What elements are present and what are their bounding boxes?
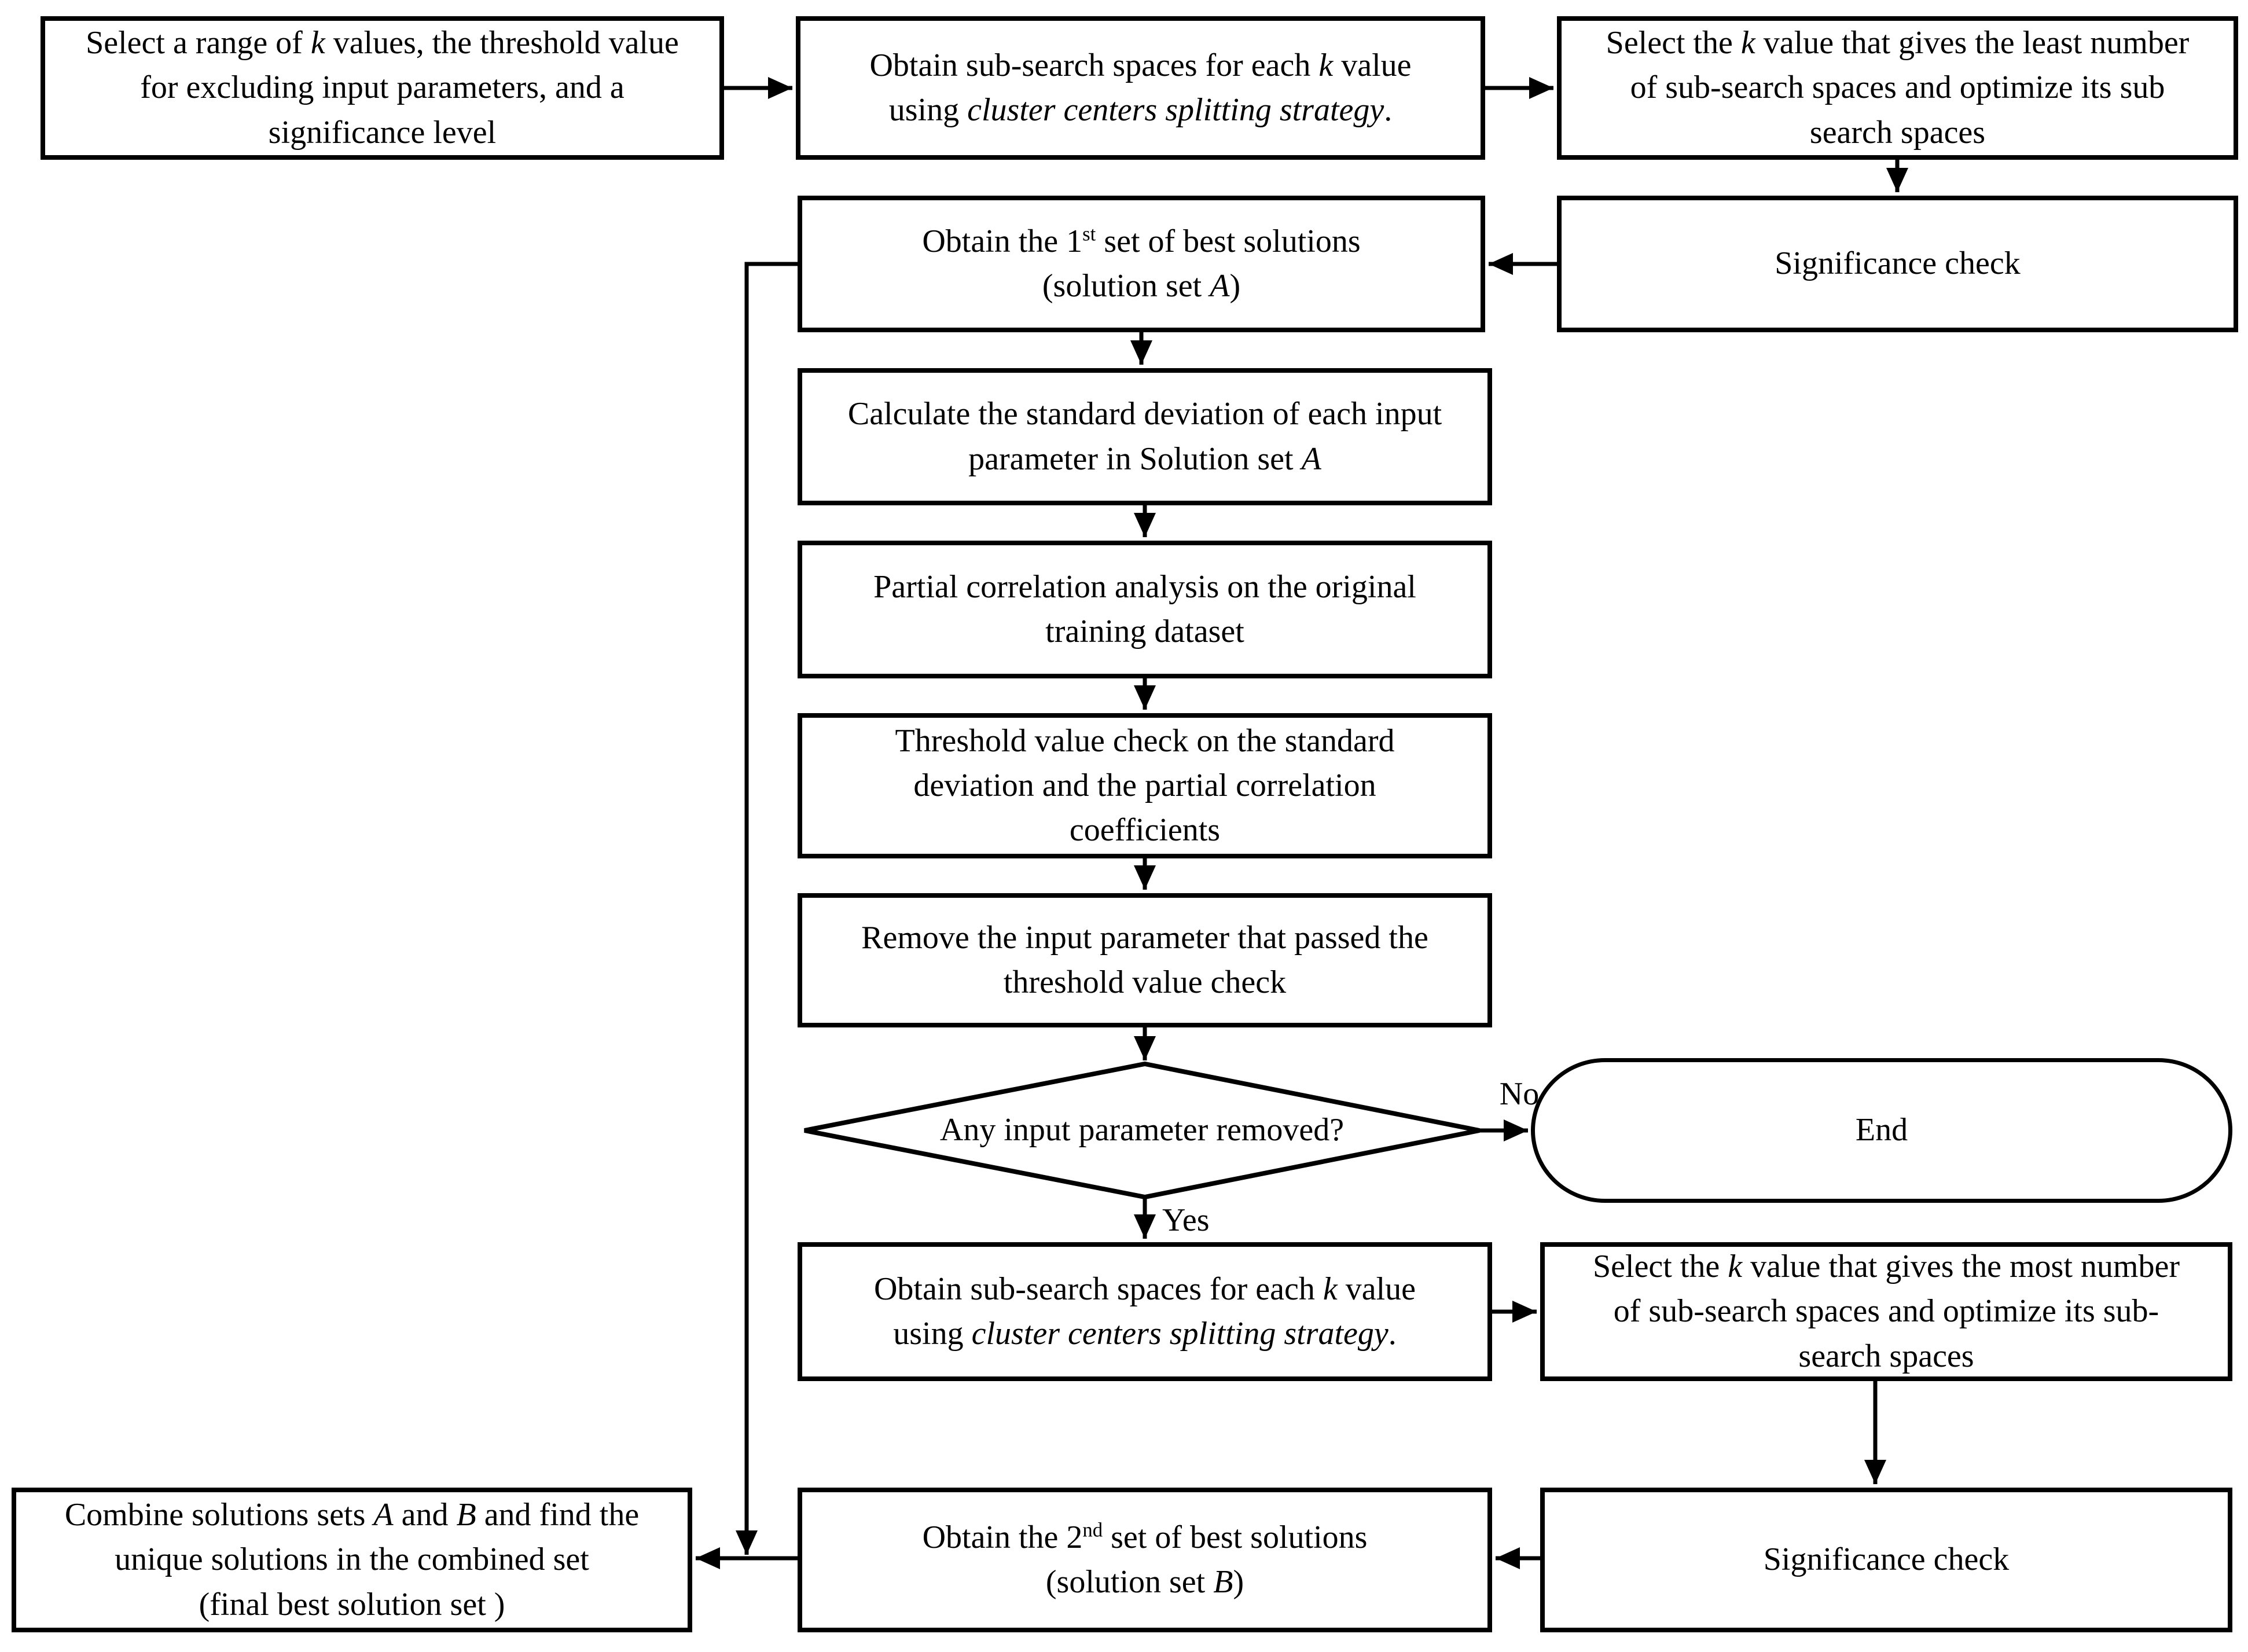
node-remove-param: Remove the input parameter that passed t… — [798, 893, 1492, 1027]
text-segment: threshold value check — [1003, 964, 1287, 1000]
node-threshold-check: Threshold value check on the standard dev… — [798, 713, 1492, 858]
text-segment: set of best solutions — [1103, 1519, 1368, 1555]
text-segment: (solution set — [1045, 1564, 1214, 1600]
text-segment: cluster centers splitting strategy — [967, 92, 1384, 128]
text-segment: End — [1855, 1112, 1908, 1148]
text-segment: deviation and the partial correlation — [913, 767, 1376, 803]
text-segment: Partial correlation analysis on the orig… — [873, 568, 1416, 605]
node-partial-correlation-text: Partial correlation analysis on the orig… — [873, 565, 1416, 655]
text-segment: Remove the input parameter that passed t… — [861, 919, 1428, 956]
text-segment: Obtain sub-search spaces for each — [869, 47, 1319, 83]
node-decision-removed: Any input parameter removed? — [805, 1064, 1479, 1197]
text-segment: value — [1337, 1271, 1416, 1307]
text-segment: (solution set — [1042, 268, 1210, 304]
text-segment: ) — [1233, 1564, 1244, 1600]
text-segment: value — [1333, 47, 1412, 83]
text-segment: for excluding input parameters, and a — [140, 69, 625, 106]
text-segment: A — [373, 1497, 394, 1533]
text-segment: (final best solution set ) — [199, 1586, 505, 1622]
text-segment: Combine solutions sets — [64, 1497, 374, 1533]
text-segment: Select the — [1593, 1249, 1728, 1285]
text-segment: Significance check — [1775, 245, 2021, 282]
node-partial-correlation: Partial correlation analysis on the orig… — [798, 541, 1492, 678]
text-segment: cluster centers splitting strategy — [971, 1316, 1389, 1352]
node-significance-check-2-text: Significance check — [1764, 1537, 2009, 1582]
node-obtain-first-set-text: Obtain the 1st set of best solutions (sol… — [922, 219, 1360, 309]
text-segment: search spaces — [1798, 1338, 1974, 1374]
node-obtain-second-set-text: Obtain the 2nd set of best solutions (sol… — [923, 1515, 1368, 1605]
text-segment: ) — [1229, 268, 1241, 304]
text-segment: using — [893, 1316, 972, 1352]
node-select-range: Select a range of k values, the threshol… — [41, 16, 724, 160]
text-segment: k — [1728, 1249, 1743, 1285]
node-select-range-text: Select a range of k values, the threshol… — [86, 21, 679, 155]
text-segment: B — [1213, 1564, 1233, 1600]
node-significance-check-1-text: Significance check — [1775, 241, 2020, 286]
text-segment: nd — [1082, 1518, 1103, 1541]
node-combine-sets: Combine solutions sets A and B and find … — [12, 1488, 692, 1632]
node-obtain-first-set: Obtain the 1st set of best solutions (sol… — [798, 196, 1485, 332]
node-combine-sets-text: Combine solutions sets A and B and find … — [65, 1493, 639, 1627]
text-segment: unique solutions in the combined set — [115, 1541, 589, 1578]
text-segment: k — [1323, 1271, 1338, 1307]
node-calc-std-dev-text: Calculate the standard deviation of each… — [848, 392, 1442, 482]
edge-first-set-to-combine — [736, 262, 798, 1555]
text-segment: training dataset — [1045, 614, 1244, 649]
node-end: End — [1531, 1058, 2232, 1203]
text-segment: values, the threshold value — [325, 25, 679, 61]
text-segment: search spaces — [1809, 114, 1986, 150]
node-threshold-check-text: Threshold value check on the standard dev… — [895, 719, 1394, 853]
text-segment: k — [1318, 47, 1334, 83]
text-segment: value that gives the most number — [1742, 1249, 2180, 1285]
text-segment: . — [1388, 1316, 1397, 1352]
text-segment: st — [1082, 222, 1096, 245]
node-obtain-subsearch-1-text: Obtain sub-search spaces for each k valu… — [869, 43, 1411, 133]
text-segment: coefficients — [1069, 812, 1221, 849]
node-end-text: End — [1856, 1108, 1908, 1152]
text-segment: Obtain the 1 — [922, 223, 1083, 259]
edge-label-yes: Yes — [1162, 1202, 1210, 1238]
text-segment: Obtain the 2 — [922, 1519, 1083, 1555]
text-segment: Calculate the standard deviation of each… — [847, 396, 1442, 432]
text-segment: Select the — [1606, 25, 1741, 61]
node-select-k-least: Select the k value that gives the least … — [1557, 16, 2238, 160]
node-remove-param-text: Remove the input parameter that passed t… — [861, 916, 1428, 1005]
text-segment: Obtain sub-search spaces for each — [873, 1271, 1323, 1307]
node-obtain-subsearch-2-text: Obtain sub-search spaces for each k valu… — [874, 1267, 1416, 1357]
edge-label-no: No — [1499, 1076, 1540, 1112]
text-segment: of sub-search spaces and optimize its su… — [1613, 1293, 2159, 1330]
node-obtain-subsearch-2: Obtain sub-search spaces for each k valu… — [798, 1242, 1492, 1381]
text-segment: Threshold value check on the standard — [895, 722, 1395, 759]
text-segment: Any input parameter removed? — [939, 1112, 1345, 1148]
text-segment: Select a range of — [86, 25, 311, 61]
text-segment: A — [1301, 440, 1321, 477]
text-segment: and find the — [476, 1497, 640, 1533]
text-segment: Significance check — [1763, 1541, 2010, 1578]
text-segment: set of best solutions — [1096, 223, 1361, 259]
text-segment: k — [1740, 25, 1755, 61]
text-segment: of sub-search spaces and optimize its su… — [1630, 69, 2165, 106]
text-segment: k — [310, 25, 325, 61]
node-select-k-least-text: Select the k value that gives the least … — [1606, 21, 2190, 155]
node-select-k-most-text: Select the k value that gives the most n… — [1593, 1244, 2180, 1379]
text-segment: and — [393, 1497, 457, 1533]
text-segment: parameter in Solution set — [968, 440, 1302, 477]
text-segment: value that gives the least number — [1755, 25, 2190, 61]
node-significance-check-1: Significance check — [1557, 196, 2238, 332]
text-segment: B — [456, 1497, 476, 1533]
text-segment: significance level — [268, 114, 497, 150]
node-significance-check-2: Significance check — [1540, 1488, 2232, 1632]
text-segment: using — [888, 92, 968, 128]
text-segment: . — [1384, 92, 1393, 128]
node-calc-std-dev: Calculate the standard deviation of each… — [798, 368, 1492, 505]
node-decision-removed-text: Any input parameter removed? — [940, 1108, 1344, 1152]
node-select-k-most: Select the k value that gives the most n… — [1540, 1242, 2232, 1381]
node-obtain-subsearch-1: Obtain sub-search spaces for each k valu… — [796, 16, 1485, 160]
node-obtain-second-set: Obtain the 2nd set of best solutions (sol… — [798, 1488, 1492, 1632]
text-segment: A — [1210, 268, 1230, 304]
